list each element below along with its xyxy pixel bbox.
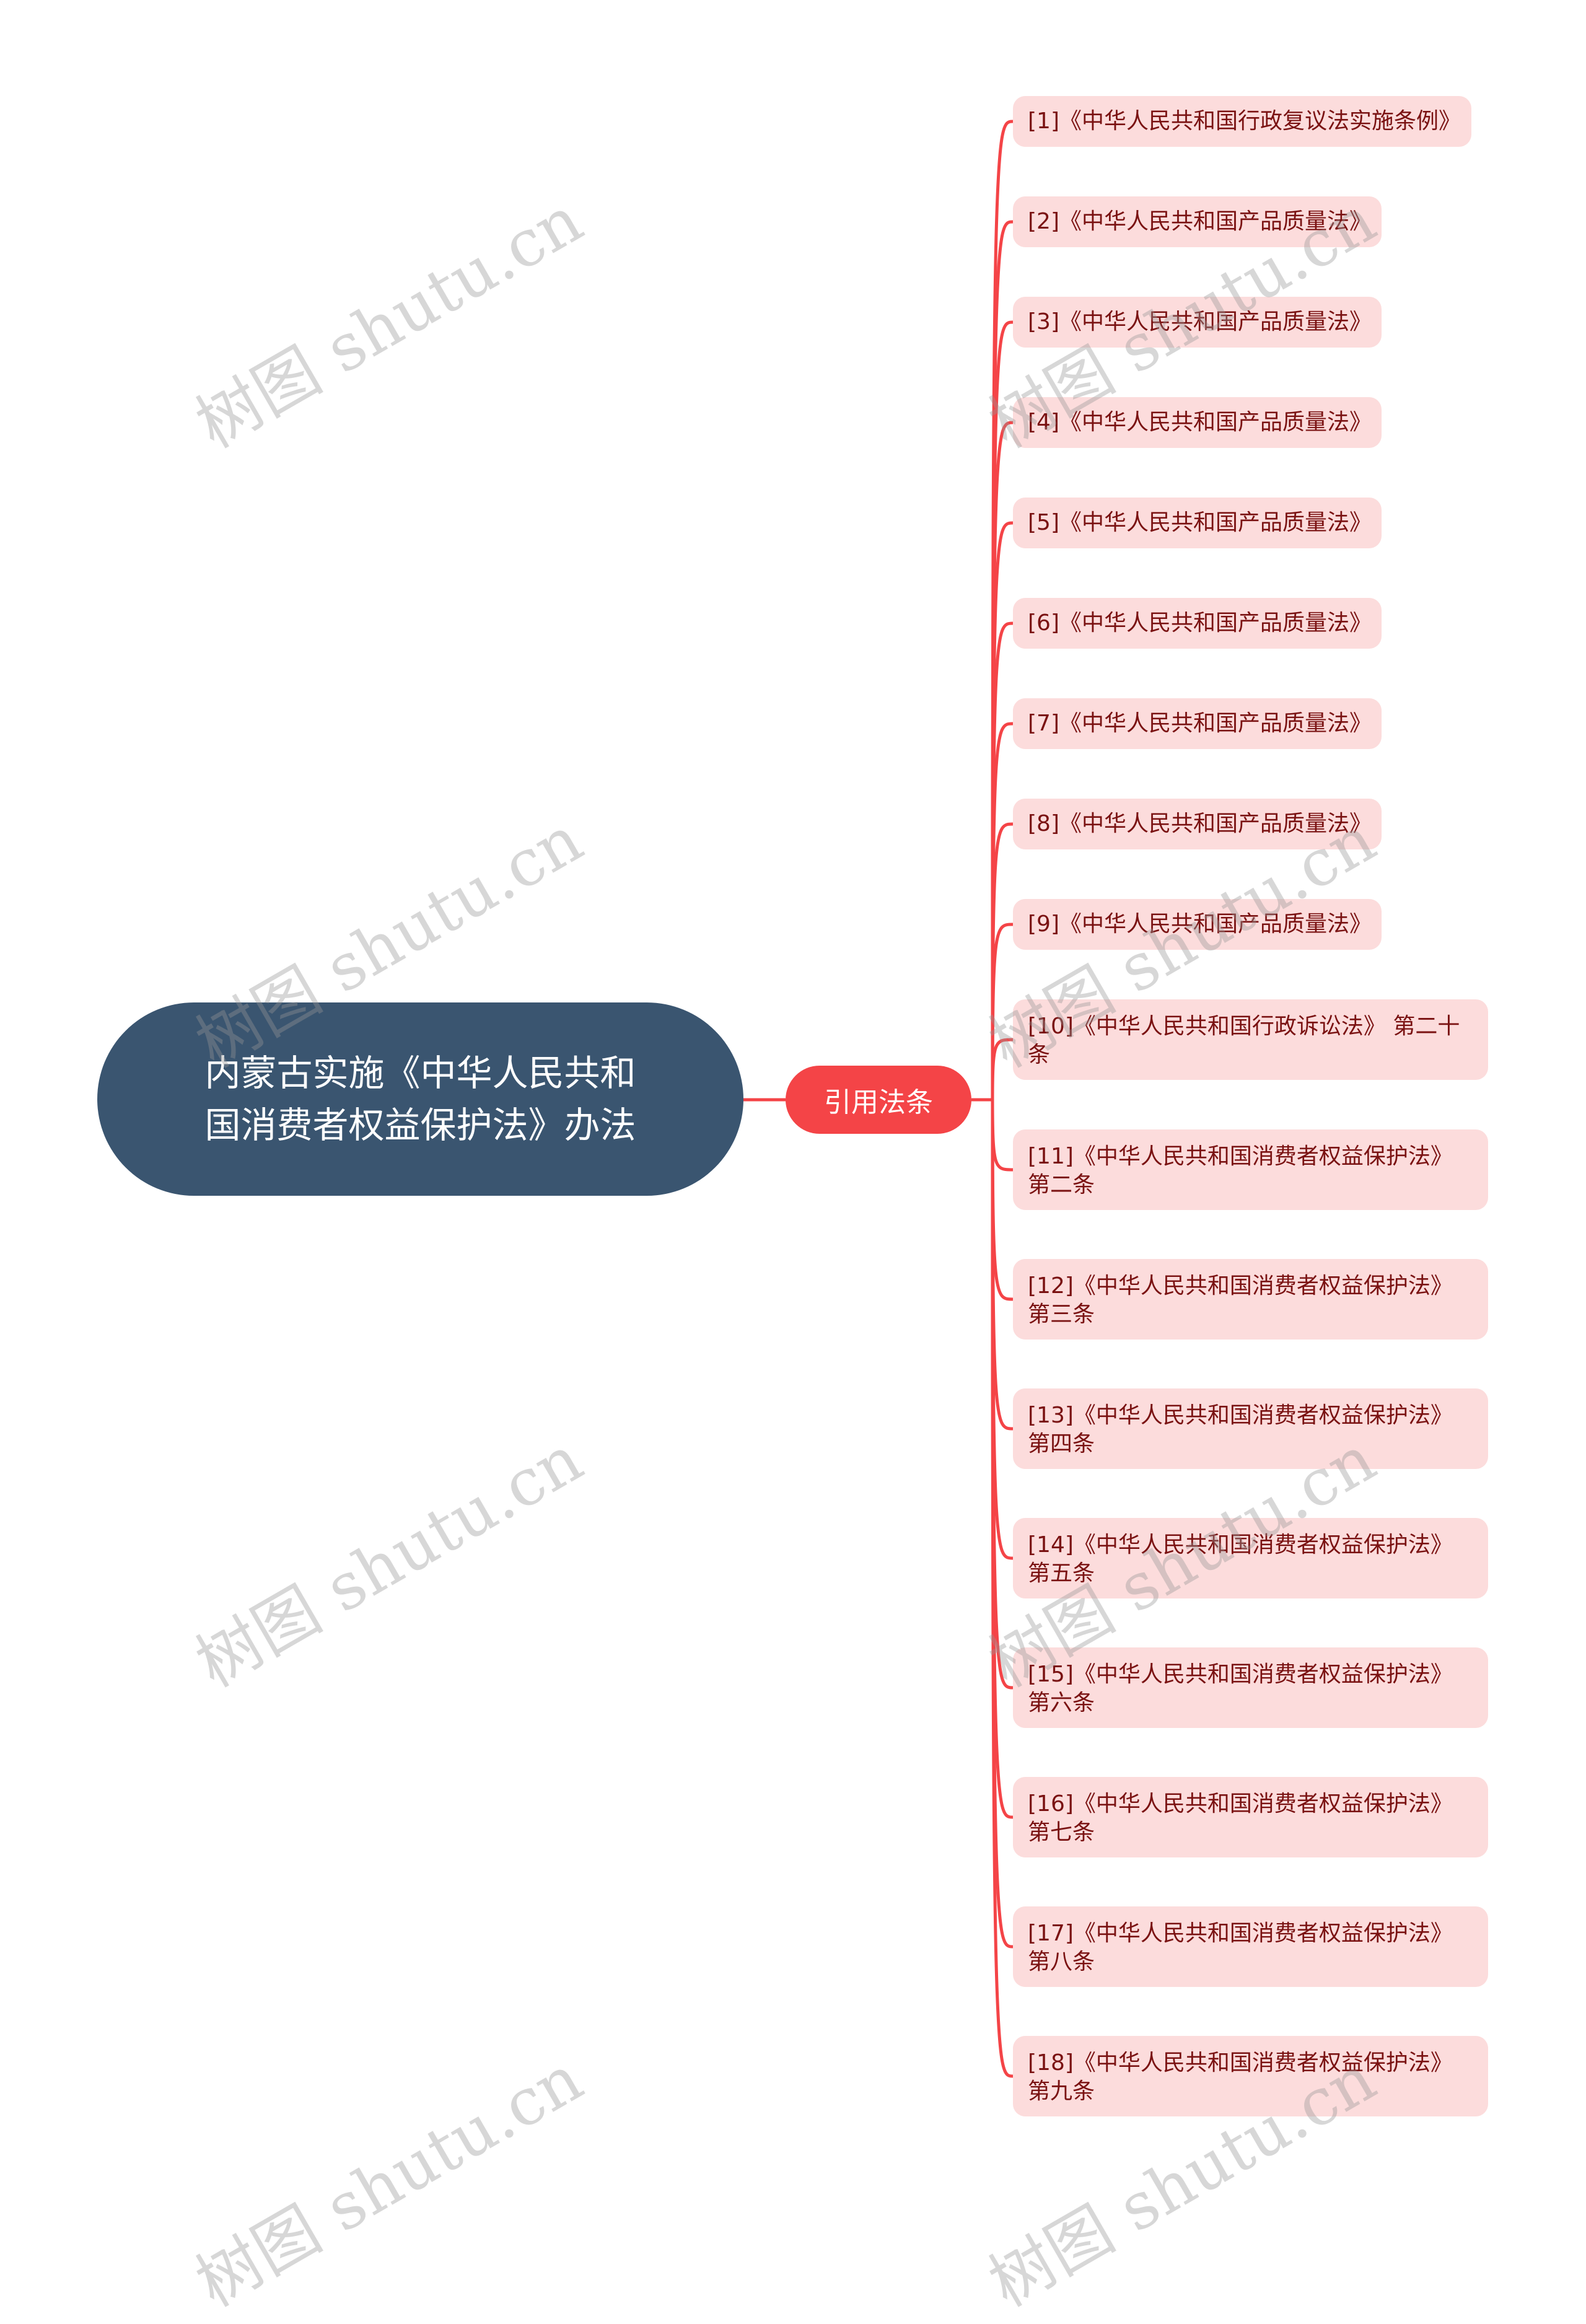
leaf-node[interactable]: [7]《中华人民共和国产品质量法》 bbox=[1013, 698, 1382, 749]
leaf-node[interactable]: [5]《中华人民共和国产品质量法》 bbox=[1013, 498, 1382, 548]
leaf-label: [16]《中华人民共和国消费者权益保护法》第七条 bbox=[1028, 1791, 1453, 1845]
leaf-node[interactable]: [14]《中华人民共和国消费者权益保护法》第五条 bbox=[1013, 1518, 1488, 1598]
leaf-label: [10]《中华人民共和国行政诉讼法》 第二十条 bbox=[1028, 1014, 1460, 1068]
leaf-label: [12]《中华人民共和国消费者权益保护法》第三条 bbox=[1028, 1273, 1453, 1327]
leaf-label: [17]《中华人民共和国消费者权益保护法》第八条 bbox=[1028, 1921, 1453, 1975]
leaf-node[interactable]: [4]《中华人民共和国产品质量法》 bbox=[1013, 397, 1382, 448]
leaf-label: [6]《中华人民共和国产品质量法》 bbox=[1028, 610, 1372, 636]
leaf-node[interactable]: [1]《中华人民共和国行政复议法实施条例》 bbox=[1013, 96, 1471, 147]
leaf-node[interactable]: [12]《中华人民共和国消费者权益保护法》第三条 bbox=[1013, 1259, 1488, 1340]
leaf-node[interactable]: [9]《中华人民共和国产品质量法》 bbox=[1013, 899, 1382, 950]
leaf-label: [1]《中华人民共和国行政复议法实施条例》 bbox=[1028, 108, 1461, 134]
leaf-label: [15]《中华人民共和国消费者权益保护法》第六条 bbox=[1028, 1662, 1453, 1716]
leaf-label: [13]《中华人民共和国消费者权益保护法》第四条 bbox=[1028, 1403, 1453, 1457]
leaf-node[interactable]: [17]《中华人民共和国消费者权益保护法》第八条 bbox=[1013, 1906, 1488, 1987]
leaf-label: [18]《中华人民共和国消费者权益保护法》第九条 bbox=[1028, 2050, 1453, 2104]
leaf-label: [7]《中华人民共和国产品质量法》 bbox=[1028, 711, 1372, 736]
leaf-node[interactable]: [13]《中华人民共和国消费者权益保护法》第四条 bbox=[1013, 1388, 1488, 1469]
leaf-label: [8]《中华人民共和国产品质量法》 bbox=[1028, 811, 1372, 836]
leaf-node[interactable]: [3]《中华人民共和国产品质量法》 bbox=[1013, 297, 1382, 348]
branch-label: 引用法条 bbox=[824, 1087, 933, 1118]
connector-lines bbox=[743, 120, 1014, 2078]
mind-map-canvas: 内蒙古实施《中华人民共和国消费者权益保护法》办法 引用法条 [1]《中华人民共和… bbox=[97, 96, 1488, 2322]
leaf-label: [5]《中华人民共和国产品质量法》 bbox=[1028, 510, 1372, 535]
leaf-node[interactable]: [11]《中华人民共和国消费者权益保护法》第二条 bbox=[1013, 1129, 1488, 1210]
leaf-label: [11]《中华人民共和国消费者权益保护法》第二条 bbox=[1028, 1144, 1453, 1198]
leaf-node[interactable]: [8]《中华人民共和国产品质量法》 bbox=[1013, 799, 1382, 849]
leaf-label: [4]《中华人民共和国产品质量法》 bbox=[1028, 410, 1372, 435]
root-title: 内蒙古实施《中华人民共和国消费者权益保护法》办法 bbox=[204, 1052, 636, 1146]
leaf-node[interactable]: [10]《中华人民共和国行政诉讼法》 第二十条 bbox=[1013, 999, 1488, 1080]
leaf-node[interactable]: [2]《中华人民共和国产品质量法》 bbox=[1013, 196, 1382, 247]
leaf-label: [14]《中华人民共和国消费者权益保护法》第五条 bbox=[1028, 1532, 1453, 1586]
leaf-label: [2]《中华人民共和国产品质量法》 bbox=[1028, 209, 1372, 234]
leaf-label: [9]《中华人民共和国产品质量法》 bbox=[1028, 911, 1372, 937]
root-node[interactable]: 内蒙古实施《中华人民共和国消费者权益保护法》办法 bbox=[97, 1002, 743, 1196]
leaf-node[interactable]: [16]《中华人民共和国消费者权益保护法》第七条 bbox=[1013, 1777, 1488, 1857]
leaf-node[interactable]: [15]《中华人民共和国消费者权益保护法》第六条 bbox=[1013, 1647, 1488, 1728]
leaf-node[interactable]: [18]《中华人民共和国消费者权益保护法》第九条 bbox=[1013, 2036, 1488, 2116]
branch-node-cited-laws[interactable]: 引用法条 bbox=[786, 1066, 971, 1134]
leaf-node[interactable]: [6]《中华人民共和国产品质量法》 bbox=[1013, 598, 1382, 649]
leaf-label: [3]《中华人民共和国产品质量法》 bbox=[1028, 309, 1372, 335]
